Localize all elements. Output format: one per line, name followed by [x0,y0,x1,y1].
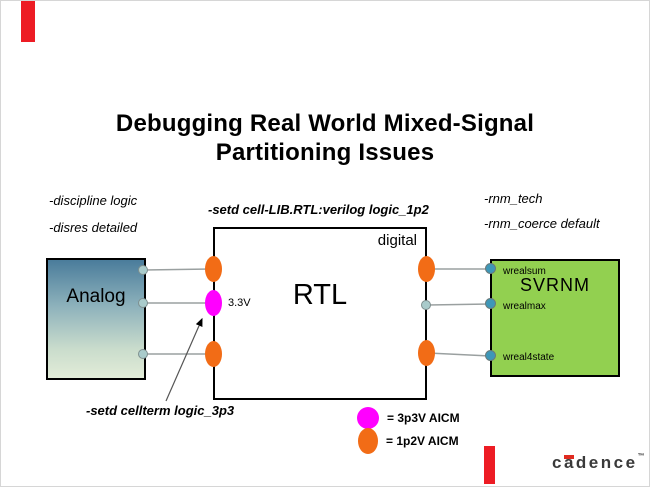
annotation-disres-detailed: -disres detailed [49,220,138,235]
title-line-2: Partitioning Issues [215,139,435,166]
annotation-setd-cellterm: -setd cellterm logic_3p3 [86,403,235,418]
wire-analog-rtl-top [143,268,212,271]
pin-label-wrealmax: wrealmax [503,301,546,312]
legend-label-1p2v: = 1p2V AICM [386,434,459,448]
cadence-logo: cadence™ [552,453,645,473]
rtl-label: RTL [292,279,348,311]
top-accent-bar [21,1,35,42]
aicm-1p2v-marker-rtl-left-bottom [205,341,222,367]
analog-label: Analog [66,286,126,307]
annotation-setd-cell: -setd cell-LIB.RTL:verilog logic_1p2 [208,202,429,217]
pin-label-wreal4state: wreal4state [503,352,555,363]
legend-item-1p2v: = 1p2V AICM [358,428,459,454]
pin-label-3p3v: 3.3V [228,297,251,309]
footer-accent-bar [484,446,495,484]
aicm-1p2v-marker-rtl-right-bottom [418,340,435,366]
annotation-rnm-tech: -rnm_tech [484,191,543,206]
legend-item-3p3v: = 3p3V AICM [357,407,460,429]
annotation-rnm-coerce: -rnm_coerce default [484,216,600,231]
annotation-discipline-logic: -discipline logic [49,193,138,208]
aicm-1p2v-marker-rtl-right-top [418,256,435,282]
trademark-symbol: ™ [637,453,645,460]
aicm-3p3v-marker-rtl-left [205,290,222,316]
aicm-1p2v-marker-rtl-left-top [205,256,222,282]
rtl-port-right-middle [421,300,431,310]
pin-label-wrealsum: wrealsum [503,266,546,277]
callout-arrow [165,317,203,402]
legend-swatch-1p2v-orange [358,428,378,454]
wire-rtl-svrnm-middle [427,303,491,306]
wire-rtl-svrnm-bottom [427,352,491,357]
rtl-block: digital RTL 3.3V [213,227,427,400]
analog-port-top [138,265,148,275]
analog-port-bottom [138,349,148,359]
svrnm-label: SVRNM [519,275,590,295]
digital-corner-label: digital [377,232,417,249]
title-line-1: Debugging Real World Mixed-Signal [115,110,535,137]
legend-label-3p3v: = 3p3V AICM [387,411,460,425]
analog-block: Analog [46,258,146,380]
svrnm-port-wreal4state [485,350,496,361]
svrnm-block: SVRNM wrealsum wrealmax wreal4state [490,259,620,377]
legend-swatch-3p3v-magenta [357,407,379,429]
svrnm-port-wrealmax [485,298,496,309]
slide-title: Debugging Real World Mixed-Signal Partit… [1,109,649,167]
analog-port-middle [138,298,148,308]
cadence-macron-bar [564,455,574,459]
svrnm-port-wrealsum [485,263,496,274]
